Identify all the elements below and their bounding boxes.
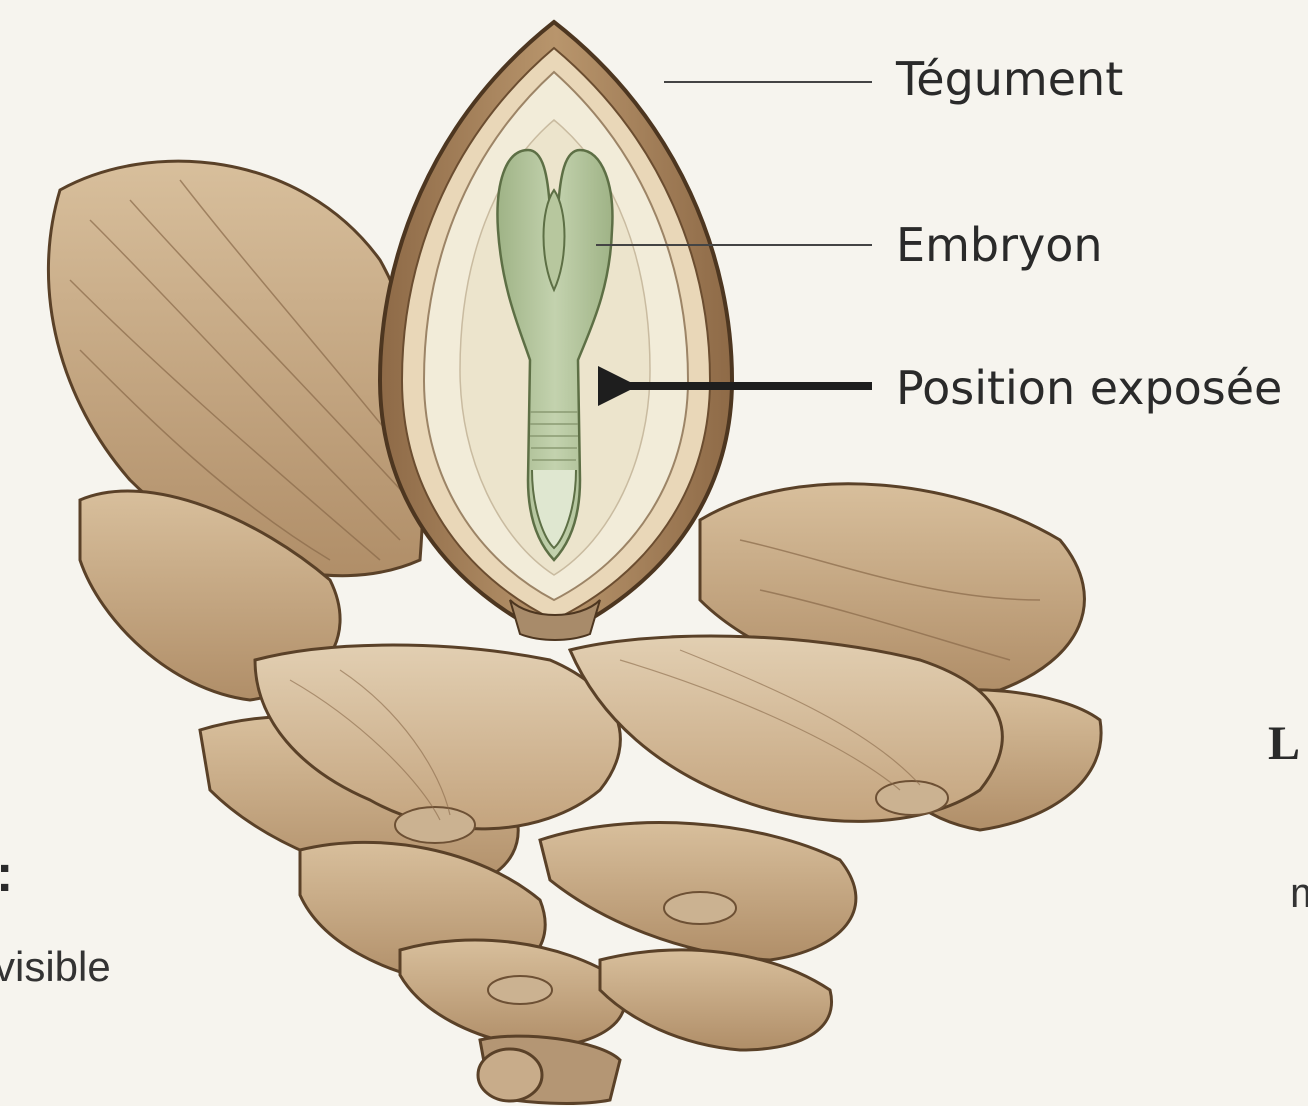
cut-off-colon-left: :	[0, 848, 13, 900]
cone-scale	[600, 950, 832, 1050]
cone-front-scales	[200, 636, 1101, 1103]
seed-section	[380, 22, 732, 640]
cone-stalk-end	[478, 1049, 542, 1101]
cut-off-heading-right: L	[1268, 720, 1300, 768]
cut-off-text-right: m	[1290, 872, 1308, 914]
label-position-exposee: Position exposée	[896, 365, 1282, 411]
label-tegument: Tégument	[896, 56, 1123, 102]
label-embryon: Embryon	[896, 222, 1103, 268]
cut-off-text-left: visible	[0, 946, 111, 988]
